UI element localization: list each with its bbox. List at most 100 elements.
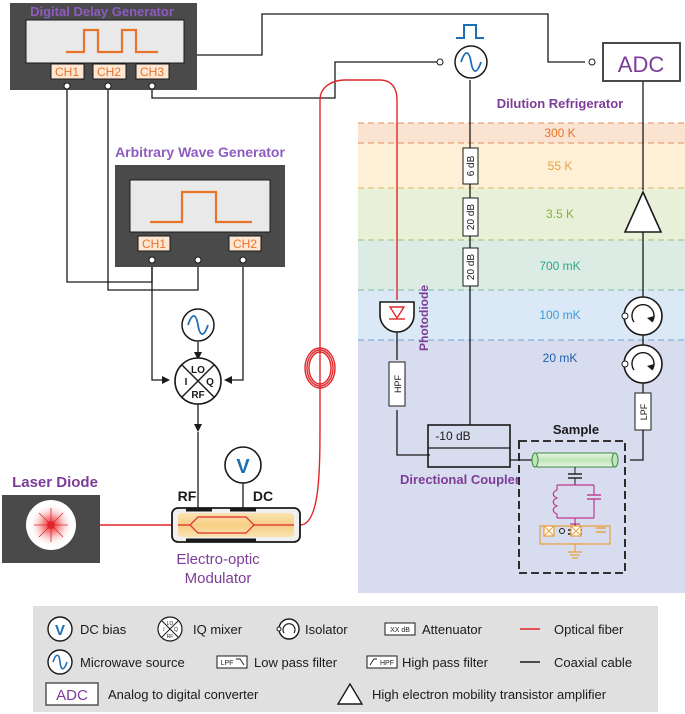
svg-text:XX dB: XX dB [390,627,410,634]
ddg-title: Digital Delay Generator [30,4,174,19]
svg-text:20 dB: 20 dB [466,204,477,230]
digital-delay-generator[interactable]: Digital Delay Generator CH1 CH2 CH3 [10,3,197,90]
hemt-amplifier [623,190,663,233]
legend: V DC bias LO I Q RF IQ mixer Isolator XX… [33,606,658,712]
svg-text:LO: LO [167,621,174,627]
optical-fiber [100,79,398,526]
legend-adc: ADC Analog to digital converter [45,682,259,706]
cavity [534,452,616,468]
legend-hpf: HPF High pass filter [366,655,489,670]
isolator-1 [621,296,663,336]
ddg-ch3-label: CH3 [140,65,164,79]
ddg-pulse-waveform [66,28,158,54]
stage-20mK-label: 20 mK [543,351,578,365]
high-pass-filter: HPF [388,361,406,407]
svg-text:Optical fiber: Optical fiber [554,622,624,637]
stage-3K-label: 3.5 K [546,207,574,221]
svg-text:Microwave source: Microwave source [80,655,185,670]
sample-label: Sample [553,422,599,437]
svg-text:High pass filter: High pass filter [402,655,489,670]
svg-text:Analog to digital converter: Analog to digital converter [108,687,259,702]
awg-ch2-port[interactable] [228,235,262,252]
iq-mixer: LO I Q RF [174,357,222,405]
stage-700mK-band [358,240,685,290]
svg-text:ADC: ADC [56,687,88,704]
legend-microwave-source: Microwave source [47,649,185,675]
stage-20mK-band [358,340,685,593]
legend-isolator: Isolator [276,618,348,640]
stage-700mK-label: 700 mK [539,259,580,273]
laser-diode[interactable]: Laser Diode [2,474,100,563]
awg-title: Arbitrary Wave Generator [115,144,285,160]
legend-attenuator: XX dB Attenuator [384,622,483,637]
svg-text:Attenuator: Attenuator [422,622,483,637]
electro-optic-modulator[interactable]: RF DC Electro-optic Modulator [171,488,301,587]
svg-text:LO: LO [191,365,205,376]
ddg-ch3-port[interactable] [135,63,170,80]
svg-text:LPF: LPF [221,660,234,667]
stage-300K-band [358,123,685,143]
svg-text:Isolator: Isolator [305,622,348,637]
eom-dc-label: DC [253,488,273,504]
coupler-label: Directional Coupler [400,472,520,487]
microwave-source-pulsed[interactable] [454,24,488,79]
attenuator-20dB-a: 20 dB [462,197,479,237]
awg-ch1-port[interactable] [137,235,171,252]
directional-coupler: -10 dB Directional Coupler [400,424,520,487]
svg-text:I: I [185,377,188,388]
svg-text:Coaxial cable: Coaxial cable [554,655,632,670]
legend-lpf: LPF Low pass filter [216,655,338,670]
photodiode-label: Photodiode [417,285,431,351]
ddg-ch2-port[interactable] [92,63,127,80]
isolator-2 [621,344,663,384]
svg-text:HPF: HPF [380,660,394,667]
svg-text:6 dB: 6 dB [466,155,477,176]
eom-title-line2: Modulator [185,570,252,587]
svg-text:Q: Q [174,627,178,633]
ddg-ch1-port[interactable] [50,63,85,80]
dilution-refrigerator: Dilution Refrigerator 300 K 55 K 3.5 K 7… [358,96,685,593]
svg-text:V: V [55,622,65,639]
svg-text:Low pass filter: Low pass filter [254,655,338,670]
low-pass-filter: LPF [634,392,652,431]
legend-hemt: High electron mobility transistor amplif… [336,682,607,705]
arbitrary-wave-generator[interactable]: Arbitrary Wave Generator CH1 CH2 [115,144,285,267]
laser-title: Laser Diode [12,474,98,491]
eom-title-line1: Electro-optic [176,551,260,568]
stage-55K-band [358,143,685,188]
stage-300K-label: 300 K [544,126,575,140]
sine-icon [460,52,482,72]
legend-optical-fiber: Optical fiber [520,622,624,637]
sample: Sample [518,422,626,574]
pulse-icon [456,24,484,39]
svg-text:Q: Q [206,377,214,388]
awg-ch2-label: CH2 [233,237,257,251]
svg-text:20 dB: 20 dB [466,254,477,280]
svg-text:HPF: HPF [393,374,403,393]
fridge-title: Dilution Refrigerator [497,96,623,111]
dc-bias-source[interactable]: V [224,446,262,484]
ddg-ch1-label: CH1 [55,65,79,79]
photodiode: Photodiode [379,285,431,351]
ddg-ch2-label: CH2 [97,65,121,79]
sine-icon [187,315,209,335]
svg-text:DC bias: DC bias [80,622,127,637]
attenuator-6dB: 6 dB [462,147,479,185]
awg-ch1-label: CH1 [142,237,166,251]
attenuator-20dB-b: 20 dB [462,247,479,287]
svg-text:RF: RF [191,390,204,401]
adc[interactable]: ADC [602,42,681,82]
svg-text:I: I [163,627,164,633]
adc-label: ADC [618,52,665,77]
legend-coaxial-cable: Coaxial cable [520,655,632,670]
stage-100mK-label: 100 mK [539,308,580,322]
svg-text:High electron mobility transis: High electron mobility transistor amplif… [372,687,607,702]
legend-dc-bias: V DC bias [47,616,127,642]
svg-text:LPF: LPF [639,403,649,420]
eom-rf-label: RF [178,488,197,504]
awg-pulse-waveform [150,190,252,224]
coupler-value: -10 dB [435,429,470,443]
microwave-source-lo[interactable] [181,308,215,342]
svg-text:IQ mixer: IQ mixer [193,622,243,637]
